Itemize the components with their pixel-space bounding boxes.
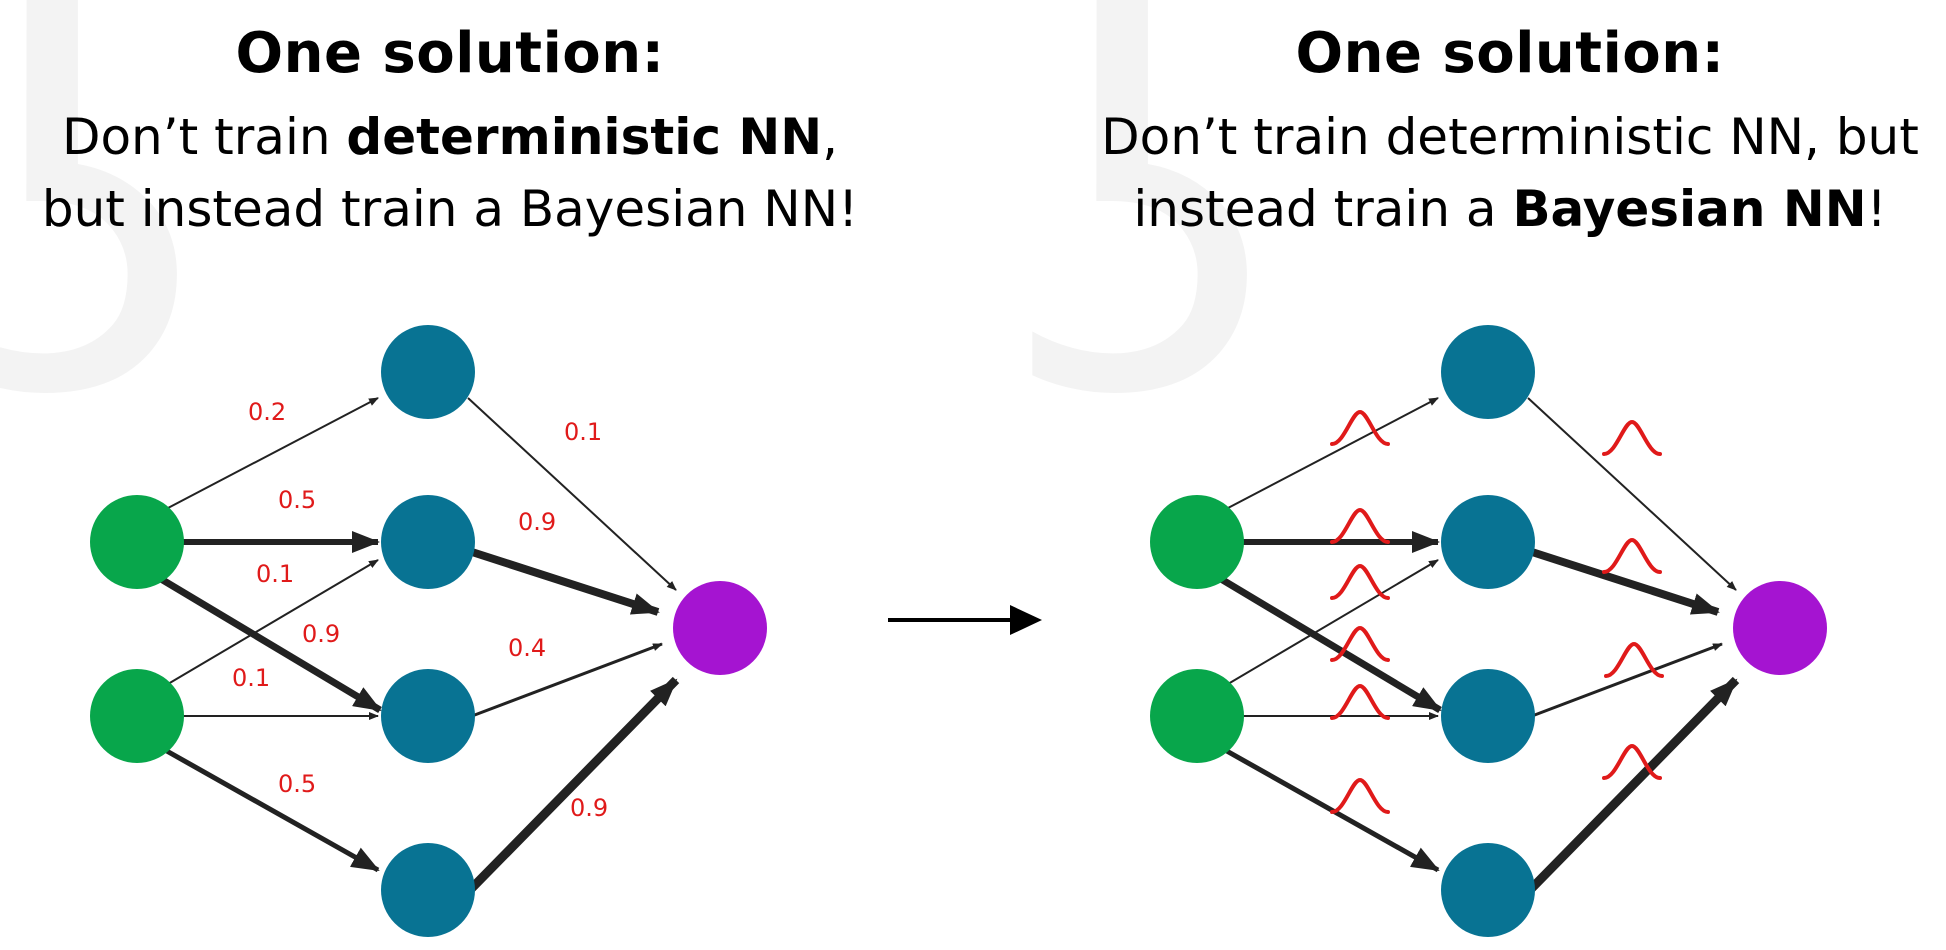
transition-arrow-icon — [888, 605, 1042, 635]
edge-h4-out — [466, 676, 680, 894]
distribution-icon — [1330, 508, 1390, 544]
distribution-icon — [1330, 778, 1390, 814]
weight-label: 0.1 — [256, 560, 294, 588]
output-node — [673, 581, 767, 675]
deterministic-network-diagram: 0.2 0.5 0.1 0.9 0.1 0.5 0.1 0.9 0.4 0.9 — [90, 325, 767, 937]
left-panel: One solution: Don’t train deterministic … — [0, 0, 900, 950]
input-node-1 — [1150, 495, 1244, 589]
right-title: One solution: — [1295, 21, 1725, 86]
edge-in2-h4 — [1223, 747, 1440, 873]
edge-h1-out — [1527, 397, 1737, 591]
edge-h4-out — [1526, 676, 1740, 894]
weight-label: 0.9 — [518, 508, 556, 536]
input-node-2 — [90, 669, 184, 763]
input-node-2 — [1150, 669, 1244, 763]
hidden-node-2 — [381, 495, 475, 589]
distribution-icon — [1604, 642, 1664, 678]
hidden-node-4 — [381, 843, 475, 937]
edge-in1-h3 — [1214, 572, 1442, 714]
left-subtitle-line1: Don’t train deterministic NN, — [0, 104, 900, 170]
right-panel: One solution: Don’t train deterministic … — [1060, 0, 1946, 950]
distribution-icon — [1330, 684, 1390, 720]
right-subtitle-line2: instead train a Bayesian NN! — [1060, 176, 1946, 242]
distribution-icon — [1330, 564, 1390, 600]
hidden-node-4 — [1441, 843, 1535, 937]
distribution-icon — [1602, 420, 1662, 456]
right-subtitle-line1: Don’t train deterministic NN, but — [1101, 108, 1919, 166]
weight-label: 0.5 — [278, 770, 316, 798]
edge-in2-h4 — [163, 747, 380, 873]
edge-h3-out — [1531, 642, 1723, 718]
edge-in1-h1 — [167, 397, 379, 509]
edges — [154, 397, 680, 894]
left-subtitle-line2: but instead train a Bayesian NN! — [41, 180, 859, 238]
distribution-icon — [1602, 538, 1662, 574]
nodes — [1150, 325, 1827, 937]
weight-label: 0.1 — [564, 418, 602, 446]
left-line1-bold: deterministic NN — [346, 108, 823, 166]
weight-label: 0.9 — [302, 620, 340, 648]
edge-in2-h2 — [1227, 559, 1439, 685]
input-node-1 — [90, 495, 184, 589]
right-line2-pre: instead train a — [1133, 180, 1513, 238]
edge-h2-out — [1530, 548, 1720, 616]
edge-in2-h2 — [167, 559, 379, 685]
edge-h1-out — [467, 397, 677, 591]
edges — [1214, 397, 1740, 894]
background-watermark: ʖ — [1010, 0, 1275, 516]
edge-h2-out — [470, 548, 660, 616]
distribution-icon — [1330, 626, 1390, 662]
edge-in1-h1 — [1227, 397, 1439, 509]
output-node — [1733, 581, 1827, 675]
weight-label: 0.9 — [570, 794, 608, 822]
edge-h3-out — [471, 642, 663, 718]
bayesian-network-diagram — [1150, 325, 1827, 937]
weight-label: 0.5 — [278, 486, 316, 514]
left-line1-post: , — [822, 108, 839, 166]
left-title: One solution: — [235, 21, 665, 86]
hidden-node-3 — [381, 669, 475, 763]
hidden-node-3 — [1441, 669, 1535, 763]
nodes — [90, 325, 767, 937]
weight-label: 0.4 — [508, 634, 546, 662]
hidden-node-1 — [381, 325, 475, 419]
weight-label: 0.2 — [248, 398, 286, 426]
weight-labels: 0.2 0.5 0.1 0.9 0.1 0.5 0.1 0.9 0.4 0.9 — [232, 398, 608, 822]
edge-in1-h3 — [154, 572, 382, 714]
hidden-node-1 — [1441, 325, 1535, 419]
weight-label: 0.1 — [232, 664, 270, 692]
hidden-node-2 — [1441, 495, 1535, 589]
right-line2-post: ! — [1866, 180, 1887, 238]
right-line2-bold: Bayesian NN — [1512, 180, 1867, 238]
left-line1-pre: Don’t train — [61, 108, 347, 166]
